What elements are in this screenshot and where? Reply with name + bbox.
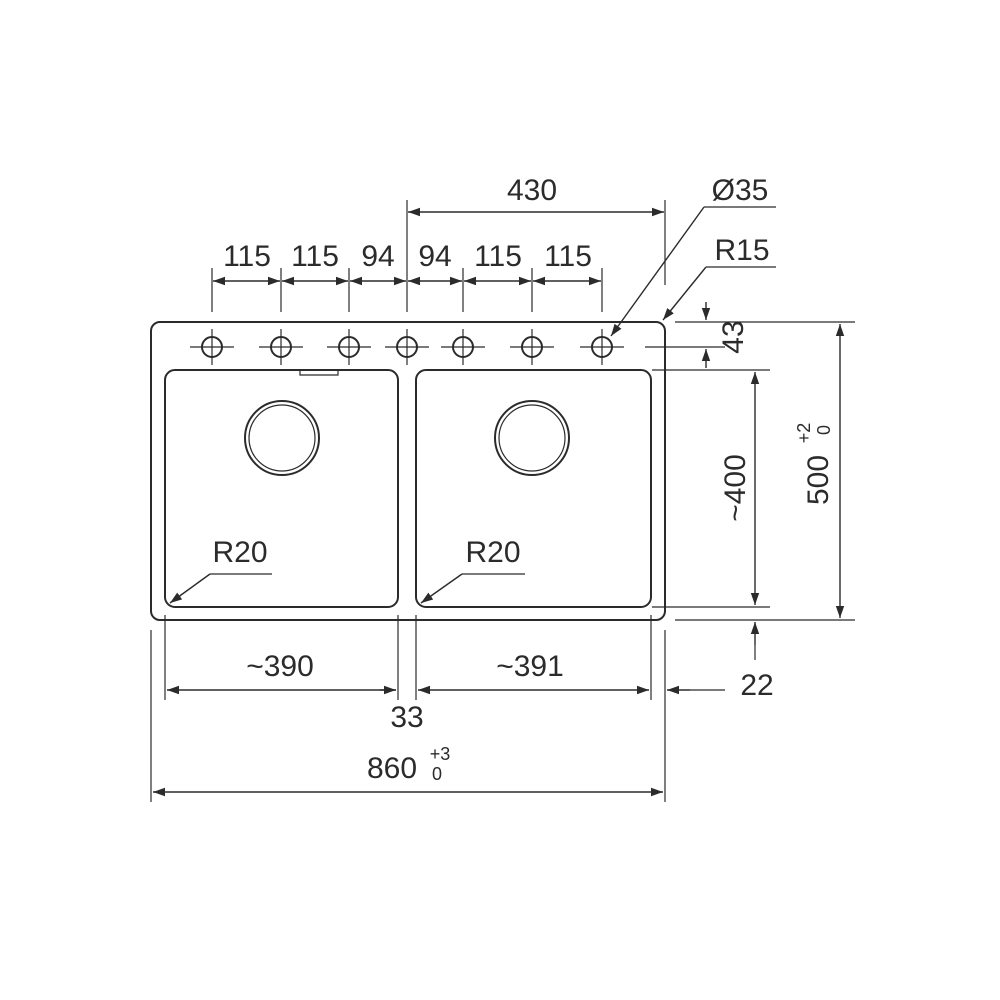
sink-outline bbox=[150, 321, 666, 621]
total-depth-dimension: 500 +2 0 bbox=[675, 321, 855, 621]
right-bowl-radius-label: R20 bbox=[465, 536, 520, 569]
left-bowl-radius-callout: R20 bbox=[169, 536, 272, 604]
hole-spacing-3-label: 94 bbox=[361, 240, 394, 273]
right-drain bbox=[494, 400, 570, 476]
hole-spacing-4-label: 94 bbox=[418, 240, 451, 273]
total-width-dimension: 860 +3 0 bbox=[153, 744, 663, 797]
hole-spacing-5-label: 115 bbox=[474, 240, 522, 273]
hole-diameter-callout: Ø35 bbox=[610, 174, 776, 337]
half-width-label: 430 bbox=[507, 174, 557, 207]
total-depth-tol-lower: 0 bbox=[814, 425, 834, 435]
hole-spacing-1-label: 115 bbox=[223, 240, 271, 273]
bowl-gap-label: 33 bbox=[390, 701, 423, 734]
total-depth-label: 500 bbox=[802, 455, 835, 505]
total-width-tol-upper: +3 bbox=[430, 744, 451, 764]
right-bowl bbox=[415, 369, 652, 608]
right-bowl-width-label: ~391 bbox=[496, 650, 564, 683]
left-bowl bbox=[164, 369, 399, 608]
left-drain bbox=[244, 400, 320, 476]
front-margin-label: 22 bbox=[740, 669, 773, 702]
total-depth-tol-upper: +2 bbox=[794, 423, 814, 444]
tap-hole-5 bbox=[441, 329, 485, 365]
total-width-label: 860 bbox=[367, 752, 417, 785]
half-width-dimension: 430 bbox=[408, 174, 666, 285]
left-bowl-radius-label: R20 bbox=[212, 536, 267, 569]
total-width-tol-lower: 0 bbox=[432, 764, 442, 784]
hole-offset-dimension: 43 bbox=[645, 302, 760, 368]
bowl-widths-dimension: ~390 ~391 33 bbox=[167, 650, 649, 734]
left-bowl-width-label: ~390 bbox=[246, 650, 314, 683]
tap-hole-3 bbox=[327, 329, 371, 365]
bowl-depth-label: ~400 bbox=[719, 454, 752, 522]
tap-hole-6 bbox=[510, 329, 554, 365]
hole-spacing-2-label: 115 bbox=[291, 240, 339, 273]
hole-spacing-6-label: 115 bbox=[544, 240, 592, 273]
hole-offset-label: 43 bbox=[717, 320, 750, 353]
tap-hole-4 bbox=[385, 329, 429, 365]
tap-hole-2 bbox=[259, 329, 303, 365]
bowl-depth-dimension: ~400 bbox=[652, 369, 770, 608]
right-bowl-radius-callout: R20 bbox=[420, 536, 525, 604]
outer-radius-callout: R15 bbox=[662, 234, 776, 321]
tap-hole-1 bbox=[190, 329, 234, 365]
tap-hole-7 bbox=[580, 329, 624, 365]
overflow-slot bbox=[299, 370, 339, 376]
front-margin-dimension: 22 bbox=[740, 622, 774, 702]
hole-spacing-dimension: 115 115 94 94 115 115 bbox=[211, 200, 603, 312]
outer-radius-label: R15 bbox=[714, 234, 769, 267]
hole-diameter-label: Ø35 bbox=[712, 174, 769, 207]
bottom-extension-lines bbox=[150, 615, 666, 802]
tap-holes bbox=[190, 329, 624, 365]
